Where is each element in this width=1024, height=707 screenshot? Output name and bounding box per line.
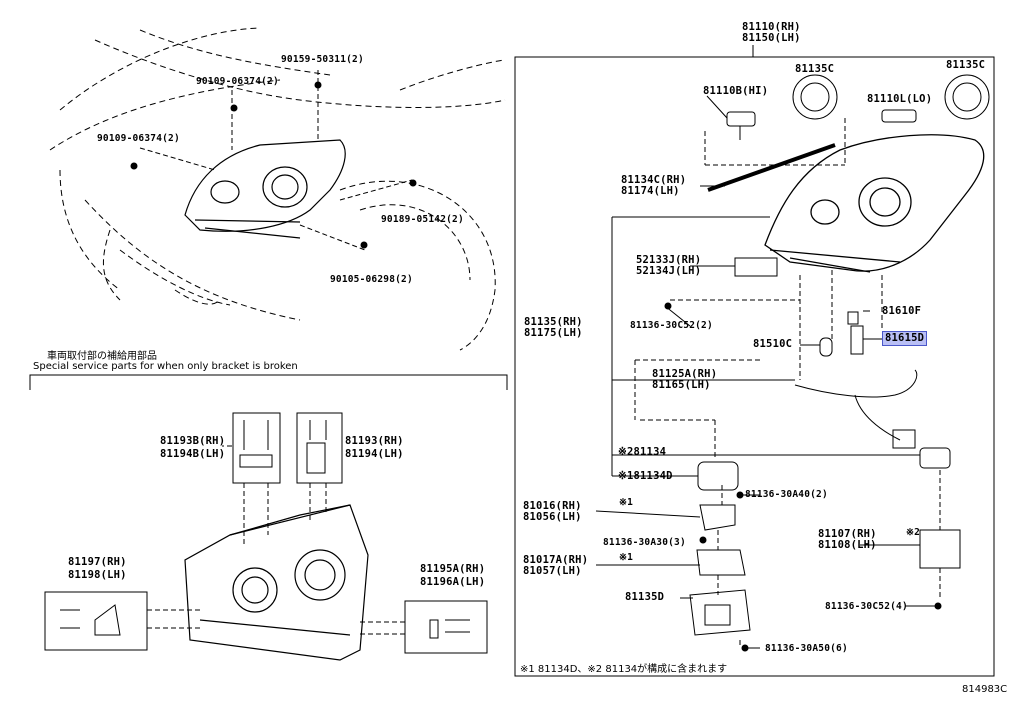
en-title: Special service parts for when only brac… — [33, 361, 298, 372]
bracket-box-81193 — [296, 412, 343, 484]
bracket-section-frame — [29, 374, 508, 390]
label-81198: 81198(LH) — [68, 569, 127, 581]
label-81196a: 81196A(LH) — [420, 576, 486, 588]
label-81125a: 81125A(RH) — [652, 368, 718, 380]
label-81016: 81016(RH) — [523, 500, 582, 512]
label-90109-a: 90109-06374(2) — [196, 76, 279, 87]
label-81174: 81174(LH) — [621, 185, 680, 197]
label-81136-30c52-a: 81136-30C52(2) — [630, 320, 713, 331]
label-81110: 81110(RH) — [742, 21, 801, 33]
label-81165: 81165(LH) — [652, 379, 711, 391]
label-81195a: 81195A(RH) — [420, 563, 486, 575]
label-90189: 90189-05142(2) — [381, 214, 464, 225]
label-81197: 81197(RH) — [68, 556, 127, 568]
label-81193: 81193(RH) — [345, 435, 404, 447]
label-90109-b: 90109-06374(2) — [97, 133, 180, 144]
bracket-box-81197 — [44, 591, 148, 651]
mark-1-a: ※1 — [619, 497, 634, 508]
label-81134: ※281134 — [618, 446, 667, 458]
label-81108: 81108(LH) — [818, 539, 877, 551]
label-81057: 81057(LH) — [523, 565, 582, 577]
mark-1-b: ※1 — [619, 552, 634, 563]
label-81107: 81107(RH) — [818, 528, 877, 540]
label-81150: 81150(LH) — [742, 32, 801, 44]
diagram-id: 814983C — [962, 684, 1008, 695]
headlamp-installed-sketch — [184, 139, 346, 239]
label-81194: 81194(LH) — [345, 448, 404, 460]
label-52133j: 52133J(RH) — [636, 254, 702, 266]
label-90105: 90105-06298(2) — [330, 274, 413, 285]
vehicle-outline — [49, 27, 506, 351]
label-81136-30a50: 81136-30A50(6) — [765, 643, 848, 654]
label-81017a: 81017A(RH) — [523, 554, 589, 566]
label-81134d: ※181134D — [618, 470, 673, 482]
label-81175: 81175(LH) — [524, 327, 583, 339]
label-81056: 81056(LH) — [523, 511, 582, 523]
assembly-frame — [514, 56, 995, 677]
label-81510c: 81510C — [753, 338, 793, 350]
label-81136-30a40: 81136-30A40(2) — [745, 489, 828, 500]
label-81135d: 81135D — [625, 591, 665, 603]
footnote: ※1 81134D、※2 81134が構成に含まれます — [520, 664, 728, 675]
headlamp-assembly — [764, 134, 985, 273]
label-81110b: 81110B(HI) — [703, 85, 769, 97]
label-81110l: 81110L(LO) — [867, 93, 933, 105]
label-81193b: 81193B(RH) — [160, 435, 226, 447]
bracket-box-81195a — [404, 600, 488, 654]
label-81194b: 81194B(LH) — [160, 448, 226, 460]
label-52134j: 52134J(LH) — [636, 265, 702, 277]
label-81134c: 81134C(RH) — [621, 174, 687, 186]
label-81136-30a30: 81136-30A30(3) — [603, 537, 686, 548]
label-81135c-b: 81135C — [946, 59, 986, 71]
bracket-box-81193b — [232, 412, 281, 484]
jp-title: 車両取付部の補給用部品 — [47, 351, 157, 362]
mark-2: ※2 — [906, 527, 921, 538]
bulb-caps — [689, 74, 990, 636]
label-81610f: 81610F — [882, 305, 922, 317]
label-81615d-highlighted[interactable]: 81615D — [882, 331, 928, 346]
label-81135: 81135(RH) — [524, 316, 583, 328]
label-90159: 90159-50311(2) — [281, 54, 364, 65]
label-81136-30c52-b: 81136-30C52(4) — [825, 601, 908, 612]
headlamp-rear-view — [184, 504, 369, 661]
label-81135c-a: 81135C — [795, 63, 835, 75]
